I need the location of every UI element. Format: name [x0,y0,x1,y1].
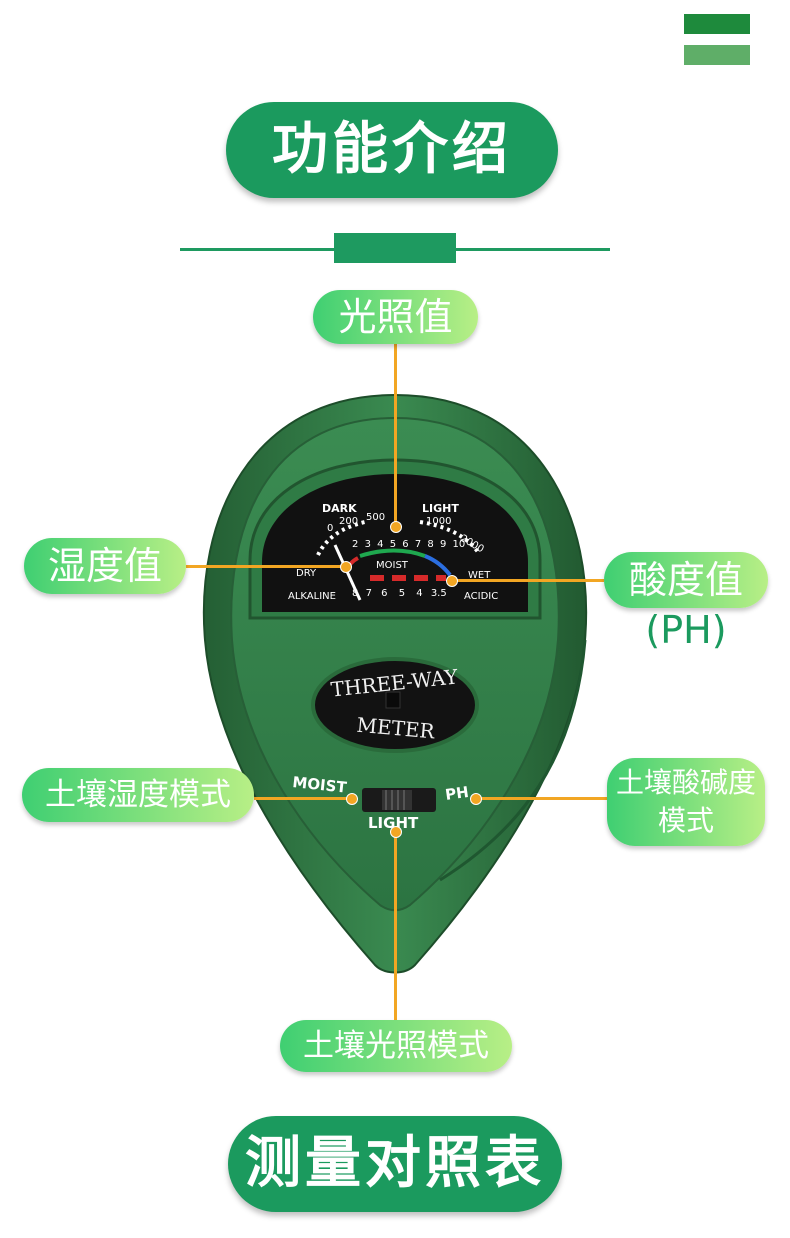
callout-dot [346,793,358,805]
callout-dot [340,561,352,573]
ph-band-4 [436,575,446,581]
dial-ph-scale: 8 7 6 5 4 3.5 [352,588,447,599]
ph-band-3 [414,575,428,581]
bottom-title: 测量对照表 [228,1116,562,1212]
dial-dark-500: 500 [366,512,385,523]
callout-dot [470,793,482,805]
callout-line-moisture [186,565,346,568]
soil-ph-mode-line1: 土壤酸碱度 [615,766,756,799]
moisture-value-label: 湿度值 [24,538,186,594]
moist-arc-blue [424,554,452,577]
switch-moist-label: MOIST [292,773,349,797]
ph-band-1 [370,575,384,581]
ph-sub-label: (PH) [645,608,727,652]
dial-alkaline-text: ALKALINE [288,591,336,602]
soil-ph-mode-line2: 模式 [657,804,714,837]
moist-arc-green [359,548,426,558]
soil-moisture-mode-label: 土壤湿度模式 [22,768,254,822]
light-arc [419,520,480,554]
callout-dot [390,521,402,533]
divider-block [334,233,456,263]
dial-acidic-text: ACIDIC [464,591,498,602]
ph-value-label: 酸度值 [604,552,768,608]
callout-line-soil-ph [476,797,607,800]
callout-line-soil-light [394,830,397,1020]
switch-light-label: LIGHT [368,814,419,832]
dial-dark-0: 0 [327,523,333,534]
switch-ph-label: PH [444,783,470,804]
soil-ph-mode-label: 土壤酸碱度 模式 [607,758,765,846]
dial-light-1000: 1000 [426,516,451,527]
dial-dry-text: DRY [296,568,317,579]
callout-line-soil-moisture [254,797,351,800]
page-title: 功能介绍 [226,102,558,198]
dial-face [262,474,528,612]
dial-dark-200: 200 [339,516,358,527]
ph-band-2 [392,575,406,581]
soil-light-mode-label: 土壤光照模式 [280,1020,512,1072]
dial-moist-text: MOIST [376,560,409,571]
callout-line-light [394,344,397,526]
dial-wet-text: WET [468,570,491,581]
callout-dot [390,826,402,838]
corner-bar-top [684,14,750,34]
callout-line-ph [452,579,604,582]
dial-light-text: LIGHT [422,502,459,515]
light-value-label: 光照值 [313,290,478,344]
dial-dark-text: DARK [322,502,357,515]
dial-moist-scale: 2 3 4 5 6 7 8 9 10 [352,539,465,550]
brand-sensor [385,691,401,709]
corner-bar-bottom [684,45,750,65]
device-side-curve [439,639,587,882]
callout-dot [446,575,458,587]
